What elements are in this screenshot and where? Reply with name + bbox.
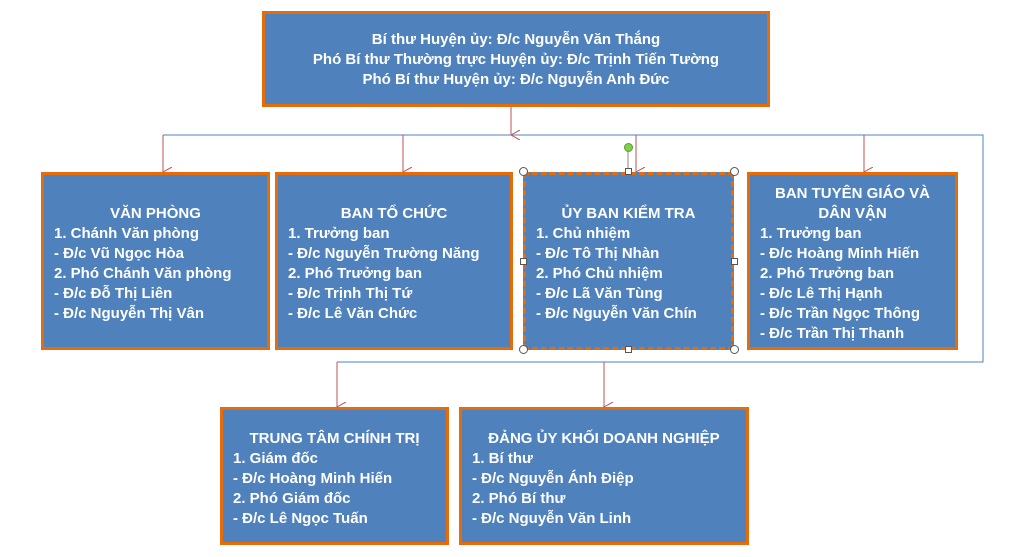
tuyen-giao-title-2: DÂN VẬN bbox=[818, 205, 887, 222]
ubkt-line-4: - Đ/c Lã Văn Tùng bbox=[536, 285, 663, 302]
resize-handle-bottom-right[interactable] bbox=[730, 345, 739, 354]
van-phong-line-5: - Đ/c Nguyễn Thị Vân bbox=[54, 305, 205, 322]
connector-bus bbox=[163, 134, 984, 363]
chinh-tri-line-2: - Đ/c Hoàng Minh Hiến bbox=[233, 470, 393, 487]
leadership-line-1: Bí thư Huyện ủy: Đ/c Nguyễn Văn Thắng bbox=[371, 31, 661, 48]
resize-handle-bottom[interactable] bbox=[625, 346, 632, 353]
chinh-tri-box: TRUNG TÂM CHÍNH TRỊ 1. Giám đốc - Đ/c Ho… bbox=[220, 407, 449, 545]
leadership-box: Bí thư Huyện ủy: Đ/c Nguyễn Văn Thắng Ph… bbox=[262, 11, 770, 107]
ubkt-line-3: 2. Phó Chủ nhiệm bbox=[536, 265, 663, 282]
resize-handle-top[interactable] bbox=[625, 168, 632, 175]
dang-uy-line-4: - Đ/c Nguyễn Văn Linh bbox=[472, 510, 632, 527]
dang-uy-line-2: - Đ/c Nguyễn Ánh Điệp bbox=[472, 470, 634, 487]
tuyen-giao-line-2: - Đ/c Hoàng Minh Hiến bbox=[760, 245, 920, 262]
chinh-tri-line-1: 1. Giám đốc bbox=[233, 450, 319, 467]
ubkt-line-2: - Đ/c Tô Thị Nhàn bbox=[536, 245, 660, 262]
van-phong-line-3: 2. Phó Chánh Văn phòng bbox=[54, 265, 232, 282]
ban-to-chuc-line-3: 2. Phó Trưởng ban bbox=[288, 265, 423, 282]
ban-to-chuc-line-2: - Đ/c Nguyễn Trường Năng bbox=[288, 245, 480, 262]
van-phong-line-4: - Đ/c Đỗ Thị Liên bbox=[54, 285, 173, 302]
leadership-line-2: Phó Bí thư Thường trực Huyện ủy: Đ/c Trị… bbox=[312, 51, 720, 68]
rotation-handle[interactable] bbox=[624, 143, 633, 152]
van-phong-title: VĂN PHÒNG bbox=[110, 205, 201, 222]
van-phong-box: VĂN PHÒNG 1. Chánh Văn phòng - Đ/c Vũ Ng… bbox=[41, 172, 270, 350]
chinh-tri-title: TRUNG TÂM CHÍNH TRỊ bbox=[249, 430, 420, 447]
ban-to-chuc-box: BAN TỔ CHỨC 1. Trưởng ban - Đ/c Nguyễn T… bbox=[275, 172, 513, 350]
chinh-tri-line-3: 2. Phó Giám đốc bbox=[233, 490, 351, 507]
tuyen-giao-title-1: BAN TUYÊN GIÁO VÀ bbox=[774, 185, 930, 202]
resize-handle-bottom-left[interactable] bbox=[519, 345, 528, 354]
van-phong-line-2: - Đ/c Vũ Ngọc Hòa bbox=[54, 245, 185, 262]
dang-uy-box: ĐẢNG ỦY KHỐI DOANH NGHIỆP 1. Bí thư - Đ/… bbox=[459, 407, 749, 545]
ubkt-box[interactable]: ỦY BAN KIỂM TRA 1. Chủ nhiệm - Đ/c Tô Th… bbox=[523, 172, 734, 350]
ban-to-chuc-line-1: 1. Trưởng ban bbox=[288, 225, 390, 242]
dang-uy-line-1: 1. Bí thư bbox=[472, 450, 533, 467]
ban-to-chuc-title: BAN TỔ CHỨC bbox=[340, 205, 448, 222]
tuyen-giao-line-4: - Đ/c Lê Thị Hạnh bbox=[760, 285, 883, 302]
tuyen-giao-line-3: 2. Phó Trưởng ban bbox=[760, 265, 895, 282]
ubkt-line-1: 1. Chủ nhiệm bbox=[536, 225, 631, 242]
tuyen-giao-line-6: - Đ/c Trần Thị Thanh bbox=[760, 325, 905, 342]
resize-handle-left[interactable] bbox=[520, 258, 527, 265]
dang-uy-title: ĐẢNG ỦY KHỐI DOANH NGHIỆP bbox=[488, 430, 720, 447]
resize-handle-top-right[interactable] bbox=[730, 167, 739, 176]
resize-handle-right[interactable] bbox=[731, 258, 738, 265]
ban-to-chuc-line-4: - Đ/c Trịnh Thị Tứ bbox=[288, 285, 413, 302]
ban-to-chuc-line-5: - Đ/c Lê Văn Chức bbox=[288, 305, 418, 322]
chinh-tri-line-4: - Đ/c Lê Ngọc Tuấn bbox=[233, 510, 368, 527]
tuyen-giao-line-5: - Đ/c Trần Ngọc Thông bbox=[760, 305, 920, 322]
resize-handle-top-left[interactable] bbox=[519, 167, 528, 176]
ubkt-title: ỦY BAN KIỂM TRA bbox=[561, 205, 696, 222]
ubkt-line-5: - Đ/c Nguyễn Văn Chín bbox=[536, 305, 697, 322]
van-phong-line-1: 1. Chánh Văn phòng bbox=[54, 225, 199, 242]
dang-uy-line-3: 2. Phó Bí thư bbox=[472, 490, 566, 507]
tuyen-giao-box: BAN TUYÊN GIÁO VÀ DÂN VẬN 1. Trưởng ban … bbox=[747, 172, 958, 350]
tuyen-giao-line-1: 1. Trưởng ban bbox=[760, 225, 862, 242]
leadership-line-3: Phó Bí thư Huyện ủy: Đ/c Nguyễn Anh Đức bbox=[362, 71, 670, 88]
